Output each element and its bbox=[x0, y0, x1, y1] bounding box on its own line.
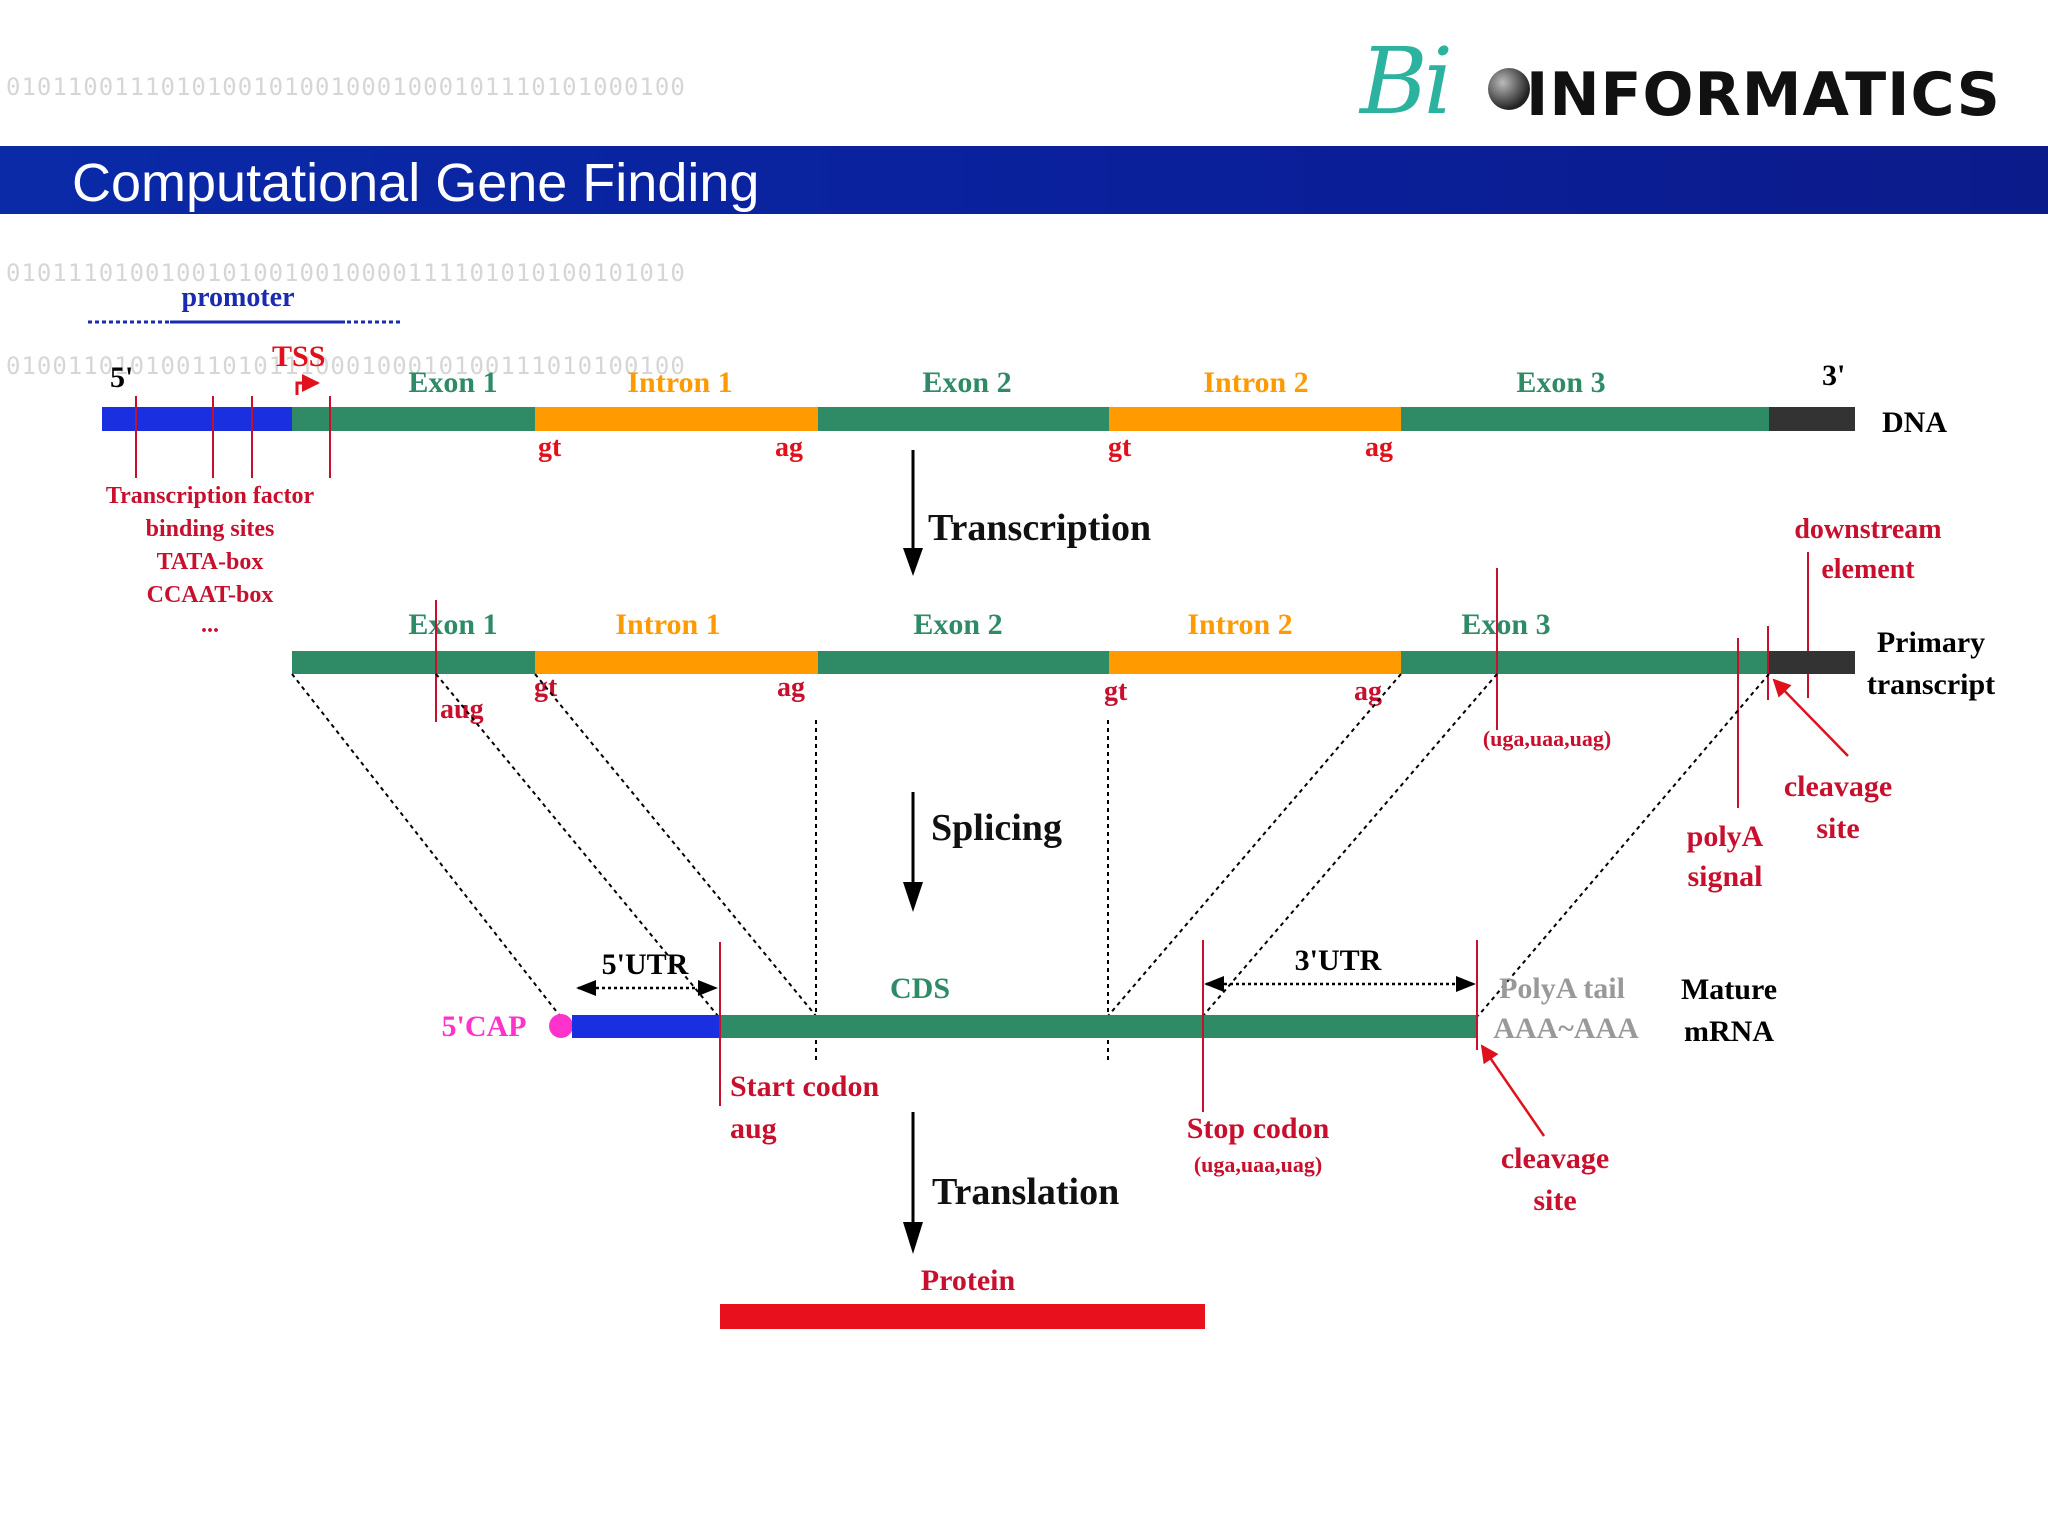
protein-label: Protein bbox=[921, 1264, 1016, 1297]
cleavage2-label-line1: cleavage bbox=[1501, 1142, 1609, 1175]
pt-aug-label: aug bbox=[440, 694, 484, 725]
connector-line bbox=[1107, 673, 1402, 1017]
logo-bi: Bi bbox=[1360, 28, 1453, 135]
dna-intron1-segment bbox=[535, 407, 818, 431]
polya-signal-label-line1: polyA bbox=[1687, 820, 1764, 853]
tf-label-line5: ... bbox=[201, 612, 219, 638]
logo-ball-icon bbox=[1488, 68, 1530, 110]
pt-exon1-segment bbox=[292, 651, 535, 674]
downstream-label-line2: element bbox=[1821, 554, 1915, 585]
pt-intron1-segment bbox=[535, 651, 818, 674]
page-title: Computational Gene Finding bbox=[72, 153, 760, 213]
dna-exon3-segment bbox=[1401, 407, 1769, 431]
mrna-cds-segment bbox=[720, 1015, 1477, 1038]
protein-bar bbox=[720, 1304, 1205, 1329]
pt-gt2-label: gt bbox=[1104, 676, 1128, 707]
binary-line: 0101110100100101001001000011110101010010… bbox=[6, 259, 686, 287]
splicing-label: Splicing bbox=[931, 807, 1062, 849]
mrna-utr5-segment bbox=[572, 1015, 720, 1038]
bioinformatics-logo: Bi INFORMATICS bbox=[1360, 22, 2020, 135]
dna-exon2-segment bbox=[818, 407, 1109, 431]
dna-label: DNA bbox=[1882, 406, 1947, 439]
connector-line bbox=[291, 673, 561, 1017]
downstream-label-line1: downstream bbox=[1794, 514, 1941, 545]
pt-ag1-label: ag bbox=[777, 672, 805, 703]
dna-promoter-segment bbox=[102, 407, 292, 431]
dna-ag1-label: ag bbox=[775, 432, 803, 463]
tss-label: TSS bbox=[272, 340, 325, 373]
pt-exon3-label: Exon 3 bbox=[1461, 608, 1550, 641]
pt-stop-codons-label: (uga,uaa,uag) bbox=[1483, 726, 1611, 751]
cleavage2-label-line2: site bbox=[1533, 1184, 1576, 1217]
mature-mrna-line2: mRNA bbox=[1684, 1015, 1774, 1048]
dna-gt1-label: gt bbox=[538, 432, 562, 463]
logo-text: INFORMATICS bbox=[1526, 60, 2001, 130]
translation-label: Translation bbox=[932, 1171, 1119, 1213]
title-bar: Computational Gene Finding bbox=[0, 146, 2048, 214]
cleavage-site-label-line2: site bbox=[1816, 812, 1859, 845]
cap-label: 5'CAP bbox=[442, 1010, 527, 1043]
primary-transcript-line2: transcript bbox=[1867, 668, 1995, 701]
tf-label-line3: TATA-box bbox=[157, 549, 264, 575]
pt-intron2-segment bbox=[1109, 651, 1401, 674]
dna-intron1-label: Intron 1 bbox=[627, 366, 732, 399]
dna-intron2-segment bbox=[1109, 407, 1401, 431]
splicing-arrowhead-icon bbox=[903, 882, 923, 912]
pt-ag2-label: ag bbox=[1354, 676, 1382, 707]
dna-exon1-label: Exon 1 bbox=[408, 366, 497, 399]
stop-codon-label: Stop codon bbox=[1187, 1112, 1330, 1145]
connector-line bbox=[435, 673, 719, 1017]
pt-intron1-label: Intron 1 bbox=[615, 608, 720, 641]
cap-icon bbox=[549, 1014, 573, 1038]
start-codon-label: Start codon bbox=[730, 1070, 879, 1103]
tss-arrow-icon bbox=[295, 374, 320, 395]
dna-exon2-label: Exon 2 bbox=[922, 366, 1011, 399]
dna-end-segment bbox=[1769, 407, 1855, 431]
dna-ag2-label: ag bbox=[1365, 432, 1393, 463]
five-prime-label: 5' bbox=[110, 361, 133, 394]
tf-label-line2: binding sites bbox=[146, 516, 275, 542]
mature-mrna-line1: Mature bbox=[1681, 973, 1777, 1006]
transcription-label: Transcription bbox=[928, 507, 1151, 549]
binary-line: 0100110101001101011100010001010011101010… bbox=[6, 352, 686, 380]
dna-intron2-label: Intron 2 bbox=[1203, 366, 1308, 399]
pt-exon2-segment bbox=[818, 651, 1109, 674]
dna-exon1-segment bbox=[292, 407, 535, 431]
translation-arrowhead-icon bbox=[903, 1222, 923, 1254]
tf-label-line4: CCAAT-box bbox=[147, 582, 274, 608]
transcription-arrowhead-icon bbox=[903, 548, 923, 576]
splicing-connectors bbox=[291, 673, 1770, 1060]
polya-signal-label-line2: signal bbox=[1687, 860, 1762, 893]
connector-line bbox=[1477, 673, 1770, 1017]
start-aug-label: aug bbox=[730, 1112, 777, 1145]
connector-line bbox=[534, 673, 817, 1017]
connector-line bbox=[1202, 673, 1498, 1017]
aaa-label: AAA~AAA bbox=[1493, 1012, 1639, 1045]
cleavage2-arrow-icon bbox=[1480, 1044, 1546, 1137]
pt-exon1-label: Exon 1 bbox=[408, 608, 497, 641]
dna-gt2-label: gt bbox=[1108, 432, 1132, 463]
stop-codons-list-label: (uga,uaa,uag) bbox=[1194, 1152, 1322, 1177]
utr3-label: 3'UTR bbox=[1295, 944, 1382, 977]
promoter-label: promoter bbox=[182, 282, 295, 313]
dna-exon3-label: Exon 3 bbox=[1516, 366, 1605, 399]
binary-line: 0101100111010100101001000100010111010100… bbox=[6, 73, 686, 101]
polya-tail-label: PolyA tail bbox=[1499, 972, 1625, 1005]
pt-end-segment bbox=[1769, 651, 1855, 674]
cleavage-arrow-icon bbox=[1772, 678, 1849, 757]
pt-exon3-segment bbox=[1401, 651, 1769, 674]
three-prime-label: 3' bbox=[1822, 359, 1845, 392]
cleavage-site-label-line1: cleavage bbox=[1784, 770, 1892, 803]
tf-label-line1: Transcription factor bbox=[106, 483, 315, 509]
pt-exon2-label: Exon 2 bbox=[913, 608, 1002, 641]
utr5-label: 5'UTR bbox=[602, 948, 689, 981]
cds-label: CDS bbox=[890, 972, 950, 1005]
pt-intron2-label: Intron 2 bbox=[1187, 608, 1292, 641]
primary-transcript-line1: Primary bbox=[1877, 626, 1985, 659]
